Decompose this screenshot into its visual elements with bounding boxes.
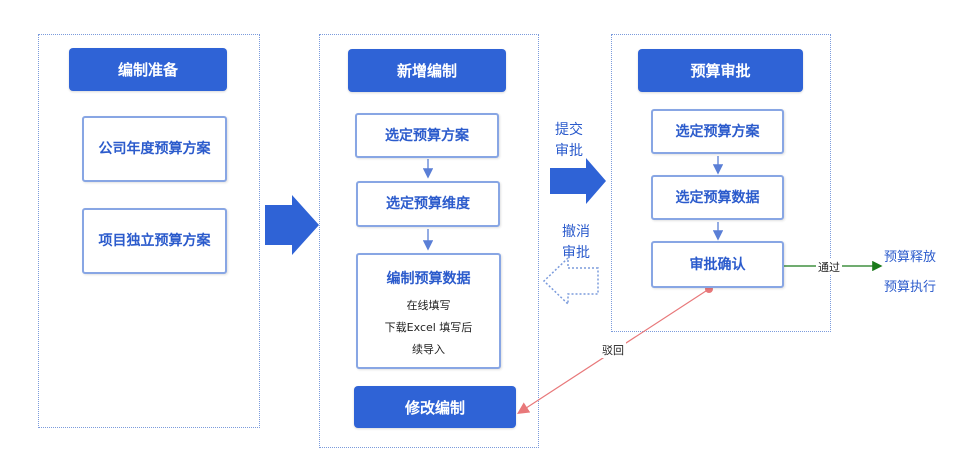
prepare-panel bbox=[38, 34, 260, 428]
approve-header: 预算审批 bbox=[638, 49, 803, 92]
edit-step-select-dimension: 选定预算维度 bbox=[356, 181, 500, 227]
edit-step-data-line1: 在线填写 bbox=[406, 299, 451, 312]
edit-modify-button: 修改编制 bbox=[354, 386, 516, 428]
edit-panel bbox=[319, 34, 539, 448]
approve-panel bbox=[611, 34, 831, 332]
submit-arrow bbox=[550, 158, 606, 204]
approve-step-select-data: 选定预算数据 bbox=[651, 175, 784, 220]
approve-step-select-plan: 选定预算方案 bbox=[651, 109, 784, 154]
prepare-item-annual: 公司年度预算方案 bbox=[82, 116, 227, 182]
block-arrow-right bbox=[265, 195, 319, 255]
reject-label: 驳回 bbox=[600, 342, 626, 358]
result-label-line1: 预算释放 bbox=[884, 250, 937, 265]
prepare-header: 编制准备 bbox=[69, 48, 227, 91]
edit-step-data-line3: 续导入 bbox=[412, 343, 445, 356]
prepare-item-project: 项目独立预算方案 bbox=[82, 208, 227, 274]
result-label-line2: 预算执行 bbox=[884, 280, 937, 295]
cancel-label-line1: 撤消 bbox=[562, 224, 590, 240]
edit-step-data-line2: 下载Excel 填写后 bbox=[384, 321, 473, 334]
submit-label-line2: 审批 bbox=[555, 143, 583, 159]
submit-label: 提交 审批 bbox=[555, 120, 583, 162]
cancel-label-line2: 审批 bbox=[562, 245, 590, 261]
edit-step-data-title: 编制预算数据 bbox=[386, 271, 471, 287]
edit-header: 新增编制 bbox=[348, 49, 506, 92]
edit-step-select-plan: 选定预算方案 bbox=[355, 113, 499, 158]
approve-step-confirm: 审批确认 bbox=[651, 241, 784, 288]
pass-label: 通过 bbox=[816, 259, 842, 275]
cancel-arrow bbox=[542, 256, 599, 306]
edit-step-data: 编制预算数据 在线填写 下载Excel 填写后 续导入 bbox=[356, 253, 501, 369]
submit-label-line1: 提交 bbox=[555, 122, 583, 138]
cancel-label: 撤消 审批 bbox=[562, 222, 590, 264]
result-label: 预算释放 预算执行 bbox=[884, 243, 936, 303]
